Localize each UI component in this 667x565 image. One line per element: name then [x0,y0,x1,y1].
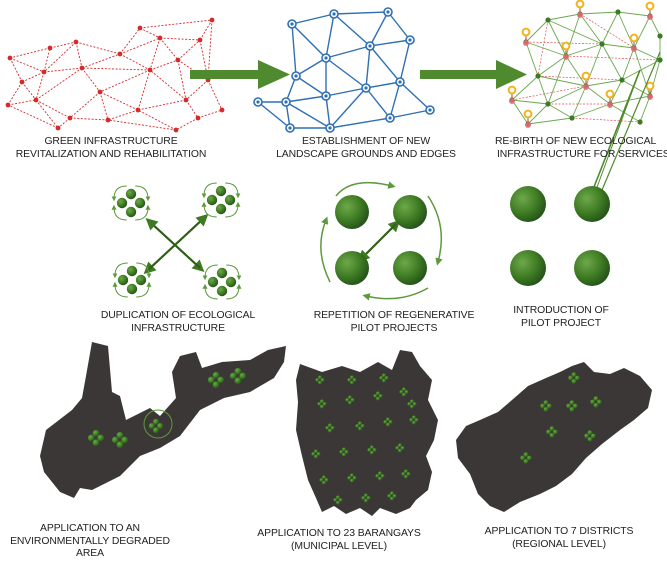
flow-arrow-2-icon [420,60,527,89]
degraded-area-map-icon [40,342,286,498]
flow-arrow-1-icon [190,60,290,89]
repetition-cycle-icon [320,181,443,301]
duplication-clusters-icon [111,182,242,300]
network-red-dotted-icon [5,17,225,133]
caption-application-2: APPLICATION TO 23 BARANGAYS(MUNICIPAL LE… [257,528,421,552]
network-blue-icon [253,7,435,133]
barangays-map-icon [296,350,438,516]
caption-application-3: APPLICATION TO 7 DISTRICTS(REGIONAL LEVE… [484,526,634,550]
network-green-with-pins-icon [507,0,663,193]
districts-map-icon [456,362,652,512]
pilot-project-dots-icon [510,186,610,286]
